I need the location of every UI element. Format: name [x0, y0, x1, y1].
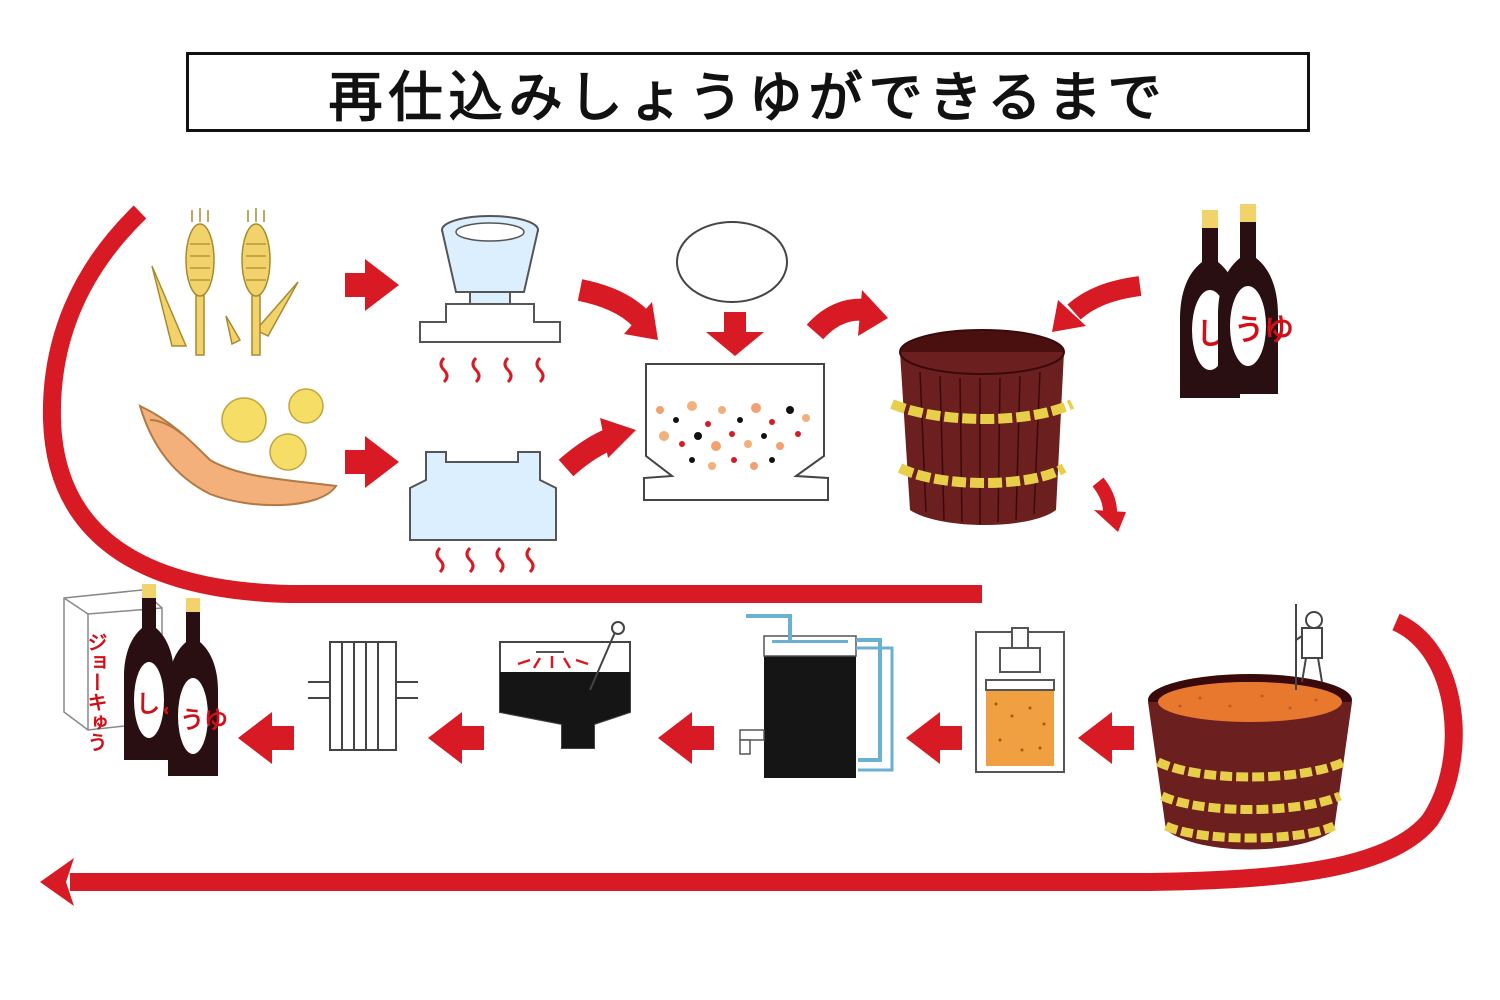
koji-vessel-icon: [643, 363, 829, 501]
arrow-right-1: [345, 259, 399, 311]
worker-icon: [1295, 604, 1323, 690]
page-title: 再仕込みしょうゆができるまで: [328, 65, 1168, 129]
arrow-left-3: [658, 712, 714, 764]
arrow-curve-bottle-to-barrel: [1052, 276, 1142, 332]
roaster-icon: [419, 215, 561, 384]
arrow-curve-vessel-to-barrel: [806, 290, 888, 340]
soy-sauce-bottles-icon: しょ うゆ: [1180, 204, 1294, 398]
settling-tank-icon: [739, 614, 894, 778]
filter-icon: [308, 641, 418, 751]
arrow-curve-roaster-to-vessel: [577, 279, 658, 340]
barrel-icon: [890, 329, 1075, 525]
flow-line-bottom: [70, 613, 1463, 891]
arrow-right-2: [345, 436, 399, 488]
heating-tank-icon: [499, 621, 631, 749]
flow-arrow-head: [40, 858, 74, 906]
arrow-left-5: [238, 712, 294, 764]
arrow-curve-barrel-down: [1092, 477, 1126, 532]
koji-ball-icon: [676, 221, 788, 303]
arrow-left-1: [1078, 712, 1134, 764]
bottle-label-2: うゆ: [1234, 313, 1294, 348]
bottle-label-4: うゆ: [180, 705, 228, 734]
packaged-product-icon: ジョーキゅう しょ うゆ: [63, 584, 228, 776]
press-icon: [975, 627, 1065, 773]
arrow-curve-steamer-to-vessel: [558, 418, 636, 477]
steamer-icon: [409, 451, 557, 574]
flow-line-top: [42, 205, 982, 603]
moromi-tub-icon: [1148, 604, 1352, 850]
title-box: 再仕込みしょうゆができるまで: [186, 52, 1310, 132]
arrow-left-2: [906, 712, 962, 764]
arrow-left-4: [428, 712, 484, 764]
box-label: ジョーキゅう: [84, 632, 108, 752]
soybean-icon: [138, 388, 338, 507]
arrow-down-ball-to-vessel: [706, 312, 764, 356]
wheat-icon: [151, 208, 299, 356]
